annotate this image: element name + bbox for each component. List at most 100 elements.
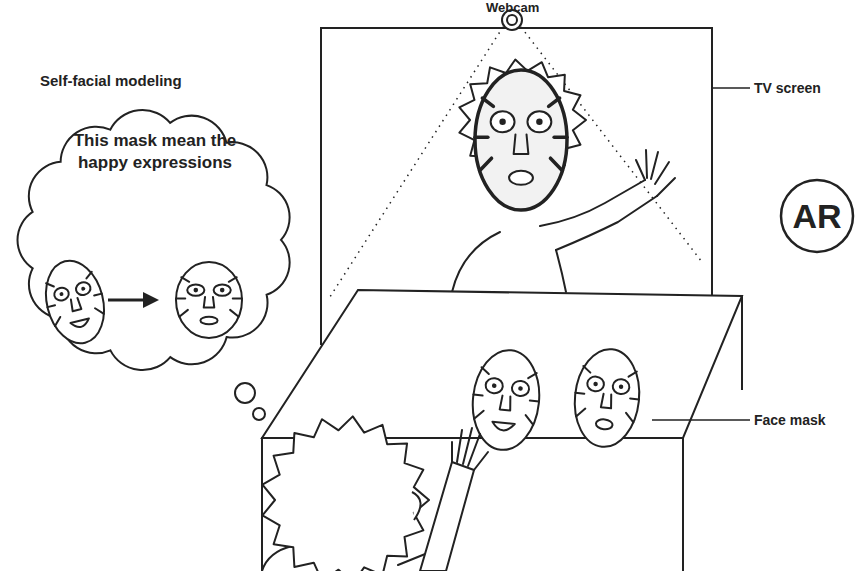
face-masks xyxy=(468,346,644,453)
mask-pupil xyxy=(59,292,64,297)
face-mask-drawing xyxy=(38,254,113,349)
mask-eye-hole xyxy=(491,111,515,132)
mask-slit xyxy=(583,366,591,373)
mask-eye-hole xyxy=(214,284,231,295)
child-body-line xyxy=(556,250,566,292)
child-hand-line xyxy=(474,452,488,470)
mask-mouth xyxy=(200,317,217,325)
mask-outline xyxy=(570,346,644,450)
mask-slit xyxy=(549,98,560,106)
thought-cloud: Self-facial modelingThis mask mean the h… xyxy=(5,68,305,380)
thought-bubble xyxy=(253,408,265,420)
mask-pupil xyxy=(518,386,523,391)
child-hand-line xyxy=(657,178,675,196)
child-on-screen xyxy=(452,60,675,292)
mask-nose xyxy=(514,134,529,154)
mask-pupil xyxy=(81,286,86,291)
mask-nose xyxy=(601,394,613,409)
webcam-lens-inner xyxy=(507,15,517,25)
mask-slit xyxy=(625,413,634,423)
mask-slit xyxy=(233,297,242,299)
part-label: Face mask xyxy=(754,412,826,428)
child-hand-line xyxy=(636,160,645,180)
mask-nose xyxy=(500,395,512,410)
cloud-outline xyxy=(18,110,290,370)
mask-slit xyxy=(85,272,93,279)
face-mask-drawing xyxy=(176,262,242,338)
mask-mouth xyxy=(509,171,533,185)
mask-outline xyxy=(475,70,567,210)
mask-eye-hole xyxy=(612,378,630,394)
mask-slit xyxy=(629,371,637,378)
node-text: This mask mean the happy expressions xyxy=(53,130,257,174)
mask-nose xyxy=(70,298,82,312)
mask-nose xyxy=(204,297,215,308)
child-body-line xyxy=(556,196,657,250)
mask-slit xyxy=(482,98,493,106)
mask-outline xyxy=(38,254,113,349)
child-foreground xyxy=(235,383,488,571)
mask-slit xyxy=(554,135,567,139)
mask-slit xyxy=(481,367,490,374)
child-hand-line xyxy=(468,434,480,466)
child-hand-line xyxy=(457,430,462,462)
mask-eye-hole xyxy=(187,284,204,295)
mask-mouth xyxy=(492,422,515,432)
mask-slit xyxy=(229,277,237,282)
mask-slit xyxy=(474,410,483,420)
mask-outline xyxy=(176,262,242,338)
mask-slit xyxy=(179,310,188,317)
mask-slit xyxy=(47,305,55,307)
mask-slit xyxy=(94,294,102,296)
mask-eye-hole xyxy=(75,281,92,297)
mask-pupil xyxy=(220,288,225,293)
arrow-shaft xyxy=(108,299,145,302)
mask-pupil xyxy=(619,384,624,389)
mask-slit xyxy=(525,415,534,425)
mask-pupil xyxy=(193,288,198,293)
mask-slit xyxy=(53,317,62,326)
child-arm xyxy=(420,462,474,571)
child-hand-line xyxy=(451,442,453,462)
mask-eye-hole xyxy=(53,286,70,302)
mask-slit xyxy=(630,397,639,400)
child-hair xyxy=(262,416,429,571)
mask-slit xyxy=(95,306,104,315)
mask-slit xyxy=(46,282,54,289)
mask-pupil xyxy=(499,119,505,125)
child-ear xyxy=(412,492,421,520)
mask-eye-hole xyxy=(485,377,504,394)
face-mask-drawing xyxy=(475,70,567,210)
part-label: TV screen xyxy=(754,80,821,96)
mask-pupil xyxy=(536,119,542,125)
mask-slit xyxy=(230,310,239,317)
mask-slit xyxy=(473,394,482,397)
child-body-line xyxy=(262,546,292,571)
mask-slit xyxy=(176,297,185,299)
thought-bubble xyxy=(235,383,255,403)
child-hand-line xyxy=(655,162,669,184)
mask-mouth xyxy=(595,419,613,430)
mask-slit xyxy=(550,158,562,171)
mask-slit xyxy=(530,399,539,402)
cloud-heading: Self-facial modeling xyxy=(40,72,280,90)
box-back-edge xyxy=(741,296,743,390)
mask-eye-hole xyxy=(527,111,551,132)
node-outline xyxy=(5,68,305,380)
child-body-line xyxy=(452,232,500,292)
mask-pupil xyxy=(492,383,497,388)
mask-eye-hole xyxy=(587,376,605,392)
mask-slit xyxy=(475,135,488,139)
face-mask-drawing xyxy=(570,346,644,450)
child-hand-line xyxy=(646,150,647,178)
part-label: Webcam xyxy=(486,0,539,15)
mask-slit xyxy=(575,392,584,395)
mask-mouth xyxy=(70,318,90,329)
ar-circle: AR xyxy=(779,178,855,254)
node-text: AR xyxy=(779,196,855,236)
mask-slit xyxy=(528,372,537,379)
mask-pupil xyxy=(593,382,598,387)
leader-line xyxy=(652,419,750,421)
arrow-head xyxy=(143,292,159,308)
